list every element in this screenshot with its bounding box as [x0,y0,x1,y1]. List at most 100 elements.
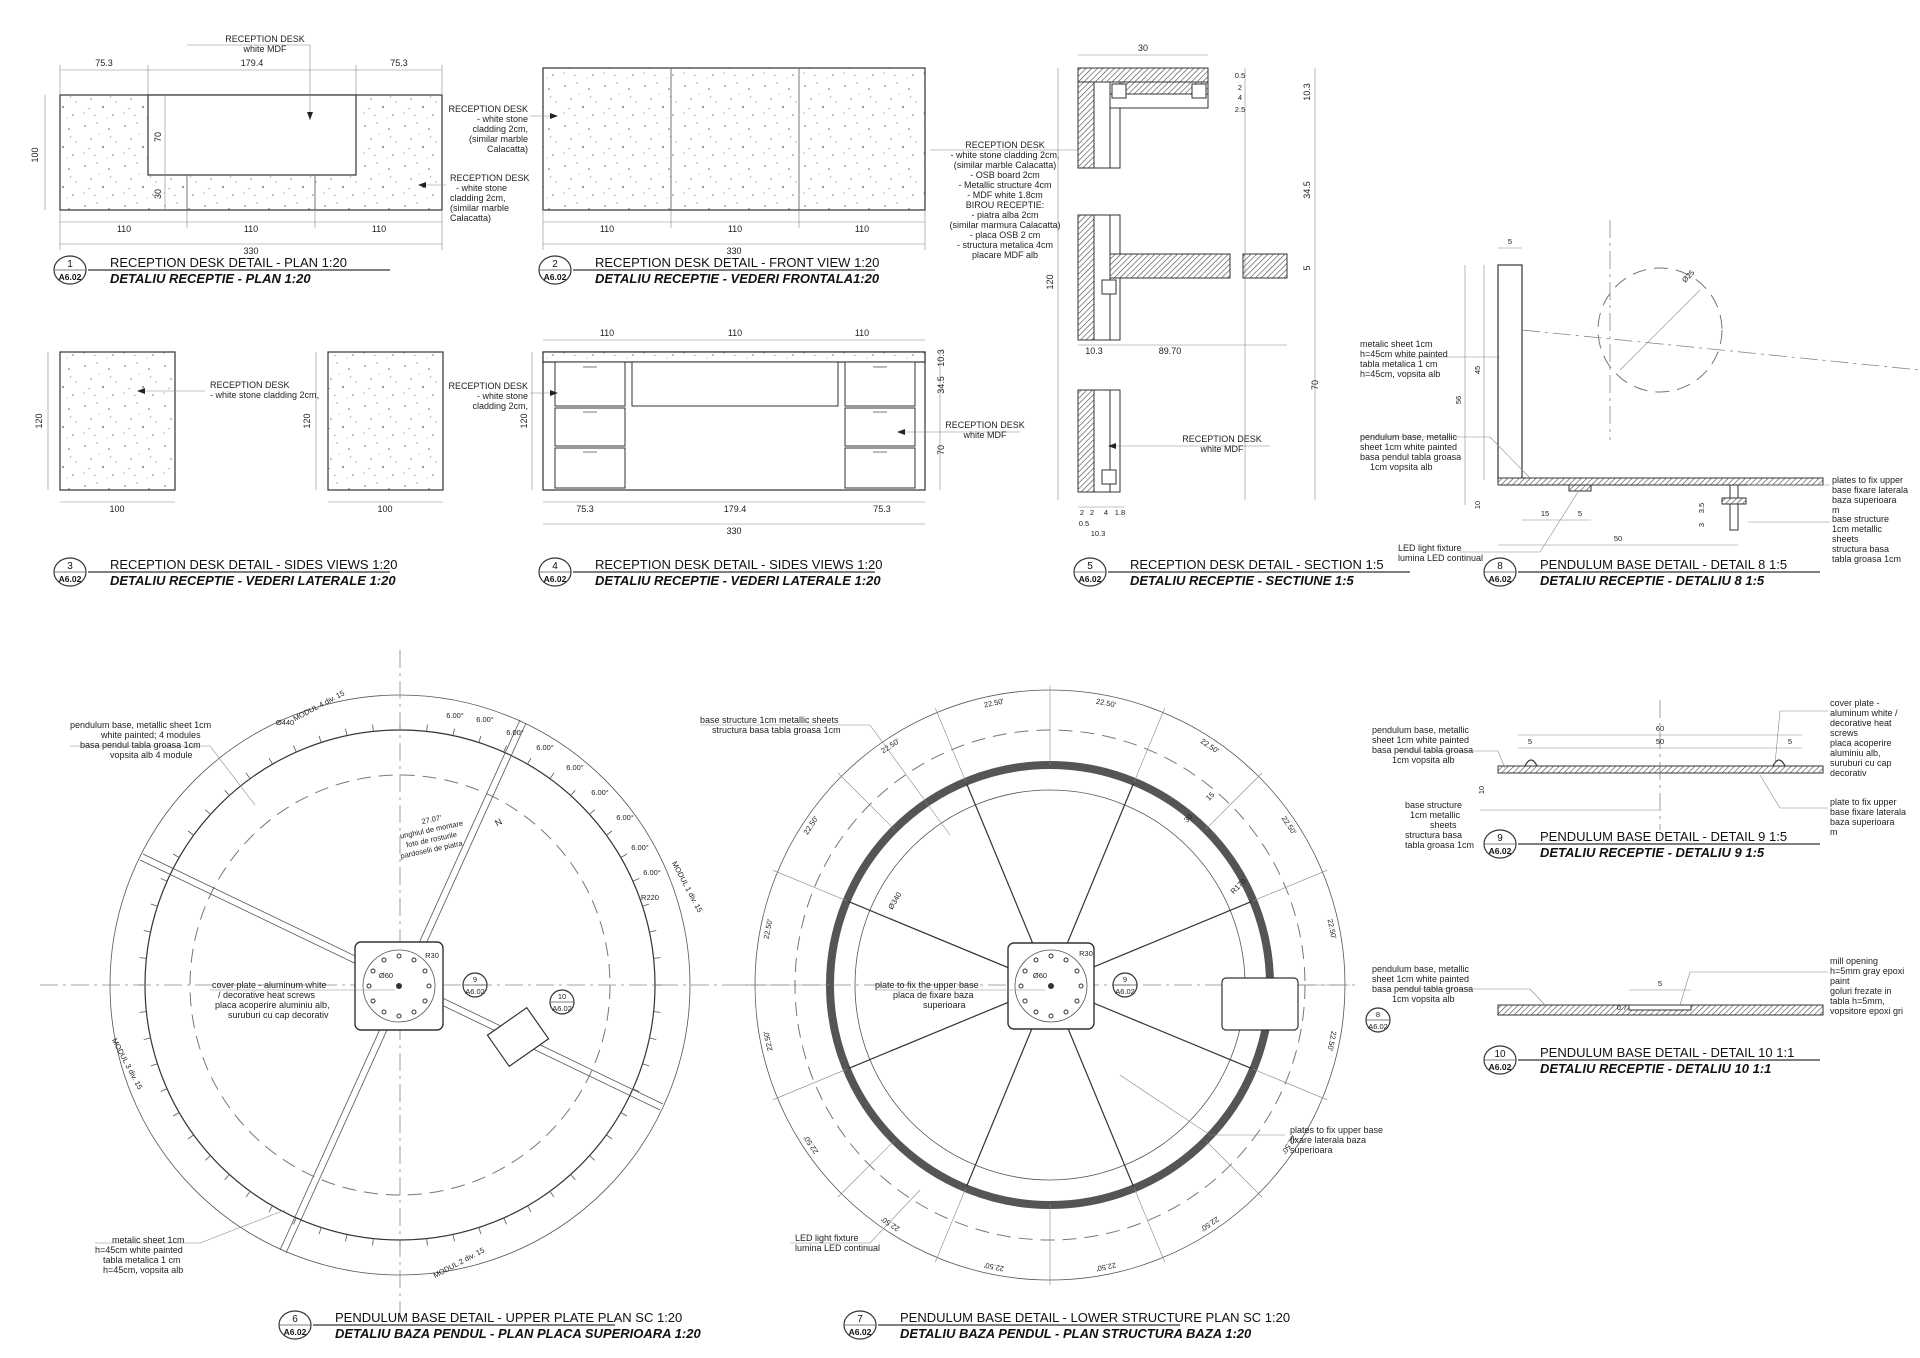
note: superioara [923,1000,966,1010]
tick-mark [143,1037,151,1040]
note: 1cm metallic [1410,810,1461,820]
note: - piatra alba 2cm [971,210,1038,220]
note: mill opening [1830,956,1878,966]
detail-number: 1 [67,259,73,270]
bolt-hole [1022,998,1028,1004]
angle-ray [772,869,847,902]
note: m [1830,827,1838,837]
note: RECEPTION DESK [210,380,290,390]
note: placa acoperire aluminiu alb, [215,1000,330,1010]
note: plate to fix the upper base [875,980,979,990]
angle-label: 22.50' [1198,1215,1220,1234]
dim: 330 [726,526,741,536]
bolt-hole [1022,968,1028,974]
note: cladding 2cm, [472,401,528,411]
note: basa pendul tabla groasa 1cm [80,740,201,750]
note: fixare laterala baza [1290,1135,1366,1145]
label: R30 [1079,949,1093,958]
note: sheet 1cm white painted [1372,735,1469,745]
dim: 15 [1541,509,1549,518]
dim: 330 [726,246,741,256]
angle-ray [1253,869,1328,902]
bolt-hole [381,957,387,963]
note: cover plate - aluminum white [212,980,327,990]
sheet-ref: A6.02 [59,574,82,584]
note: - MDF white 1.8cm [967,190,1043,200]
note: paint [1830,976,1850,986]
tick-mark [503,1217,507,1225]
angle-ray [1205,772,1263,830]
note: tabla metalica 1 cm [103,1255,181,1265]
detail-title: PENDULUM BASE DETAIL - DETAIL 10 1:1 [1540,1045,1794,1060]
label: Ø60 [379,971,393,980]
dim: 10.3 [936,349,946,367]
angle-label: 22.50' [801,1133,820,1155]
label: MODUL 2 div. 15 [432,1246,486,1281]
label: 6.00° [631,843,649,852]
dim: 50 [1614,534,1622,543]
detail-subtitle: DETALIU RECEPTIE - DETALIU 9 1:5 [1540,845,1765,860]
sheet-ref: A6.02 [1079,574,1102,584]
note: / decorative heat screws [218,990,316,1000]
bolt-hole [1063,1009,1069,1015]
detail-title: RECEPTION DESK DETAIL - PLAN 1:20 [110,255,347,270]
tick-mark [620,1112,628,1117]
note: cover plate - [1830,698,1880,708]
note: pendulum base, metallic [1360,432,1458,442]
tick-mark [632,878,640,882]
bolt-hole [1048,1013,1054,1019]
note: pendulum base, metallic [1372,964,1470,974]
tick-mark [426,724,428,732]
dim: 179.4 [724,504,747,514]
angle-ray [1205,1140,1263,1198]
dim: 60 [1656,724,1664,733]
detail-9: 60 5 50 5 10 pendulum base, metallic she… [1372,698,1906,850]
dim: 30 [1138,43,1148,53]
note: RECEPTION DESK [225,34,305,44]
dim: 1.8 [1115,508,1125,517]
dim: 110 [372,224,386,234]
dim: 34.5 [936,376,946,394]
note: tabla metalica 1 cm [1360,359,1438,369]
note: (similar marble Calacatta) [954,160,1057,170]
dim: 30 [153,189,163,199]
angle-label: 22.50' [983,697,1005,710]
tick-mark [642,903,650,907]
angle-label: 22.50' [879,1214,901,1233]
detail-subtitle: DETALIU RECEPTIE - VEDERI LATERALE 1:20 [595,573,881,588]
dim: 0.5 [1079,519,1089,528]
tick-mark [570,790,576,796]
bolt-hole [1074,968,1080,974]
note: LED light fixture [1398,543,1462,553]
marker: A6.02 [1115,987,1135,996]
dim: 0.7 [1617,1003,1627,1012]
detail-subtitle: DETALIU BAZA PENDUL - PLAN STRUCTURA BAZ… [900,1326,1252,1341]
angle-ray [1133,1188,1166,1263]
tick-mark [426,1238,428,1246]
angle-label: 22.50' [802,814,821,836]
detail-subtitle: DETALIU RECEPTIE - PLAN 1:20 [110,271,311,286]
angle-ray [1253,1068,1328,1101]
bolt-hole [381,1009,387,1015]
tick-mark [478,735,482,743]
tick-mark [632,1088,640,1092]
tick-mark [345,1234,348,1242]
sheet-ref: A6.02 [544,272,567,282]
tick-mark [172,1112,180,1117]
tick-mark [606,830,613,836]
tick-mark [139,1011,147,1013]
dim: 5 [1302,265,1312,270]
bolt-hole [370,968,376,974]
angle-ray [1133,707,1166,782]
dim: 10.3 [1085,346,1103,356]
sheet-ref: A6.02 [59,272,82,282]
note: pendulum base, metallic sheet 1cm [70,720,211,730]
bolt-hole [370,998,376,1004]
note: plate to fix upper [1830,797,1897,807]
tick-mark [606,1134,613,1140]
note: h=45cm white painted [1360,349,1448,359]
